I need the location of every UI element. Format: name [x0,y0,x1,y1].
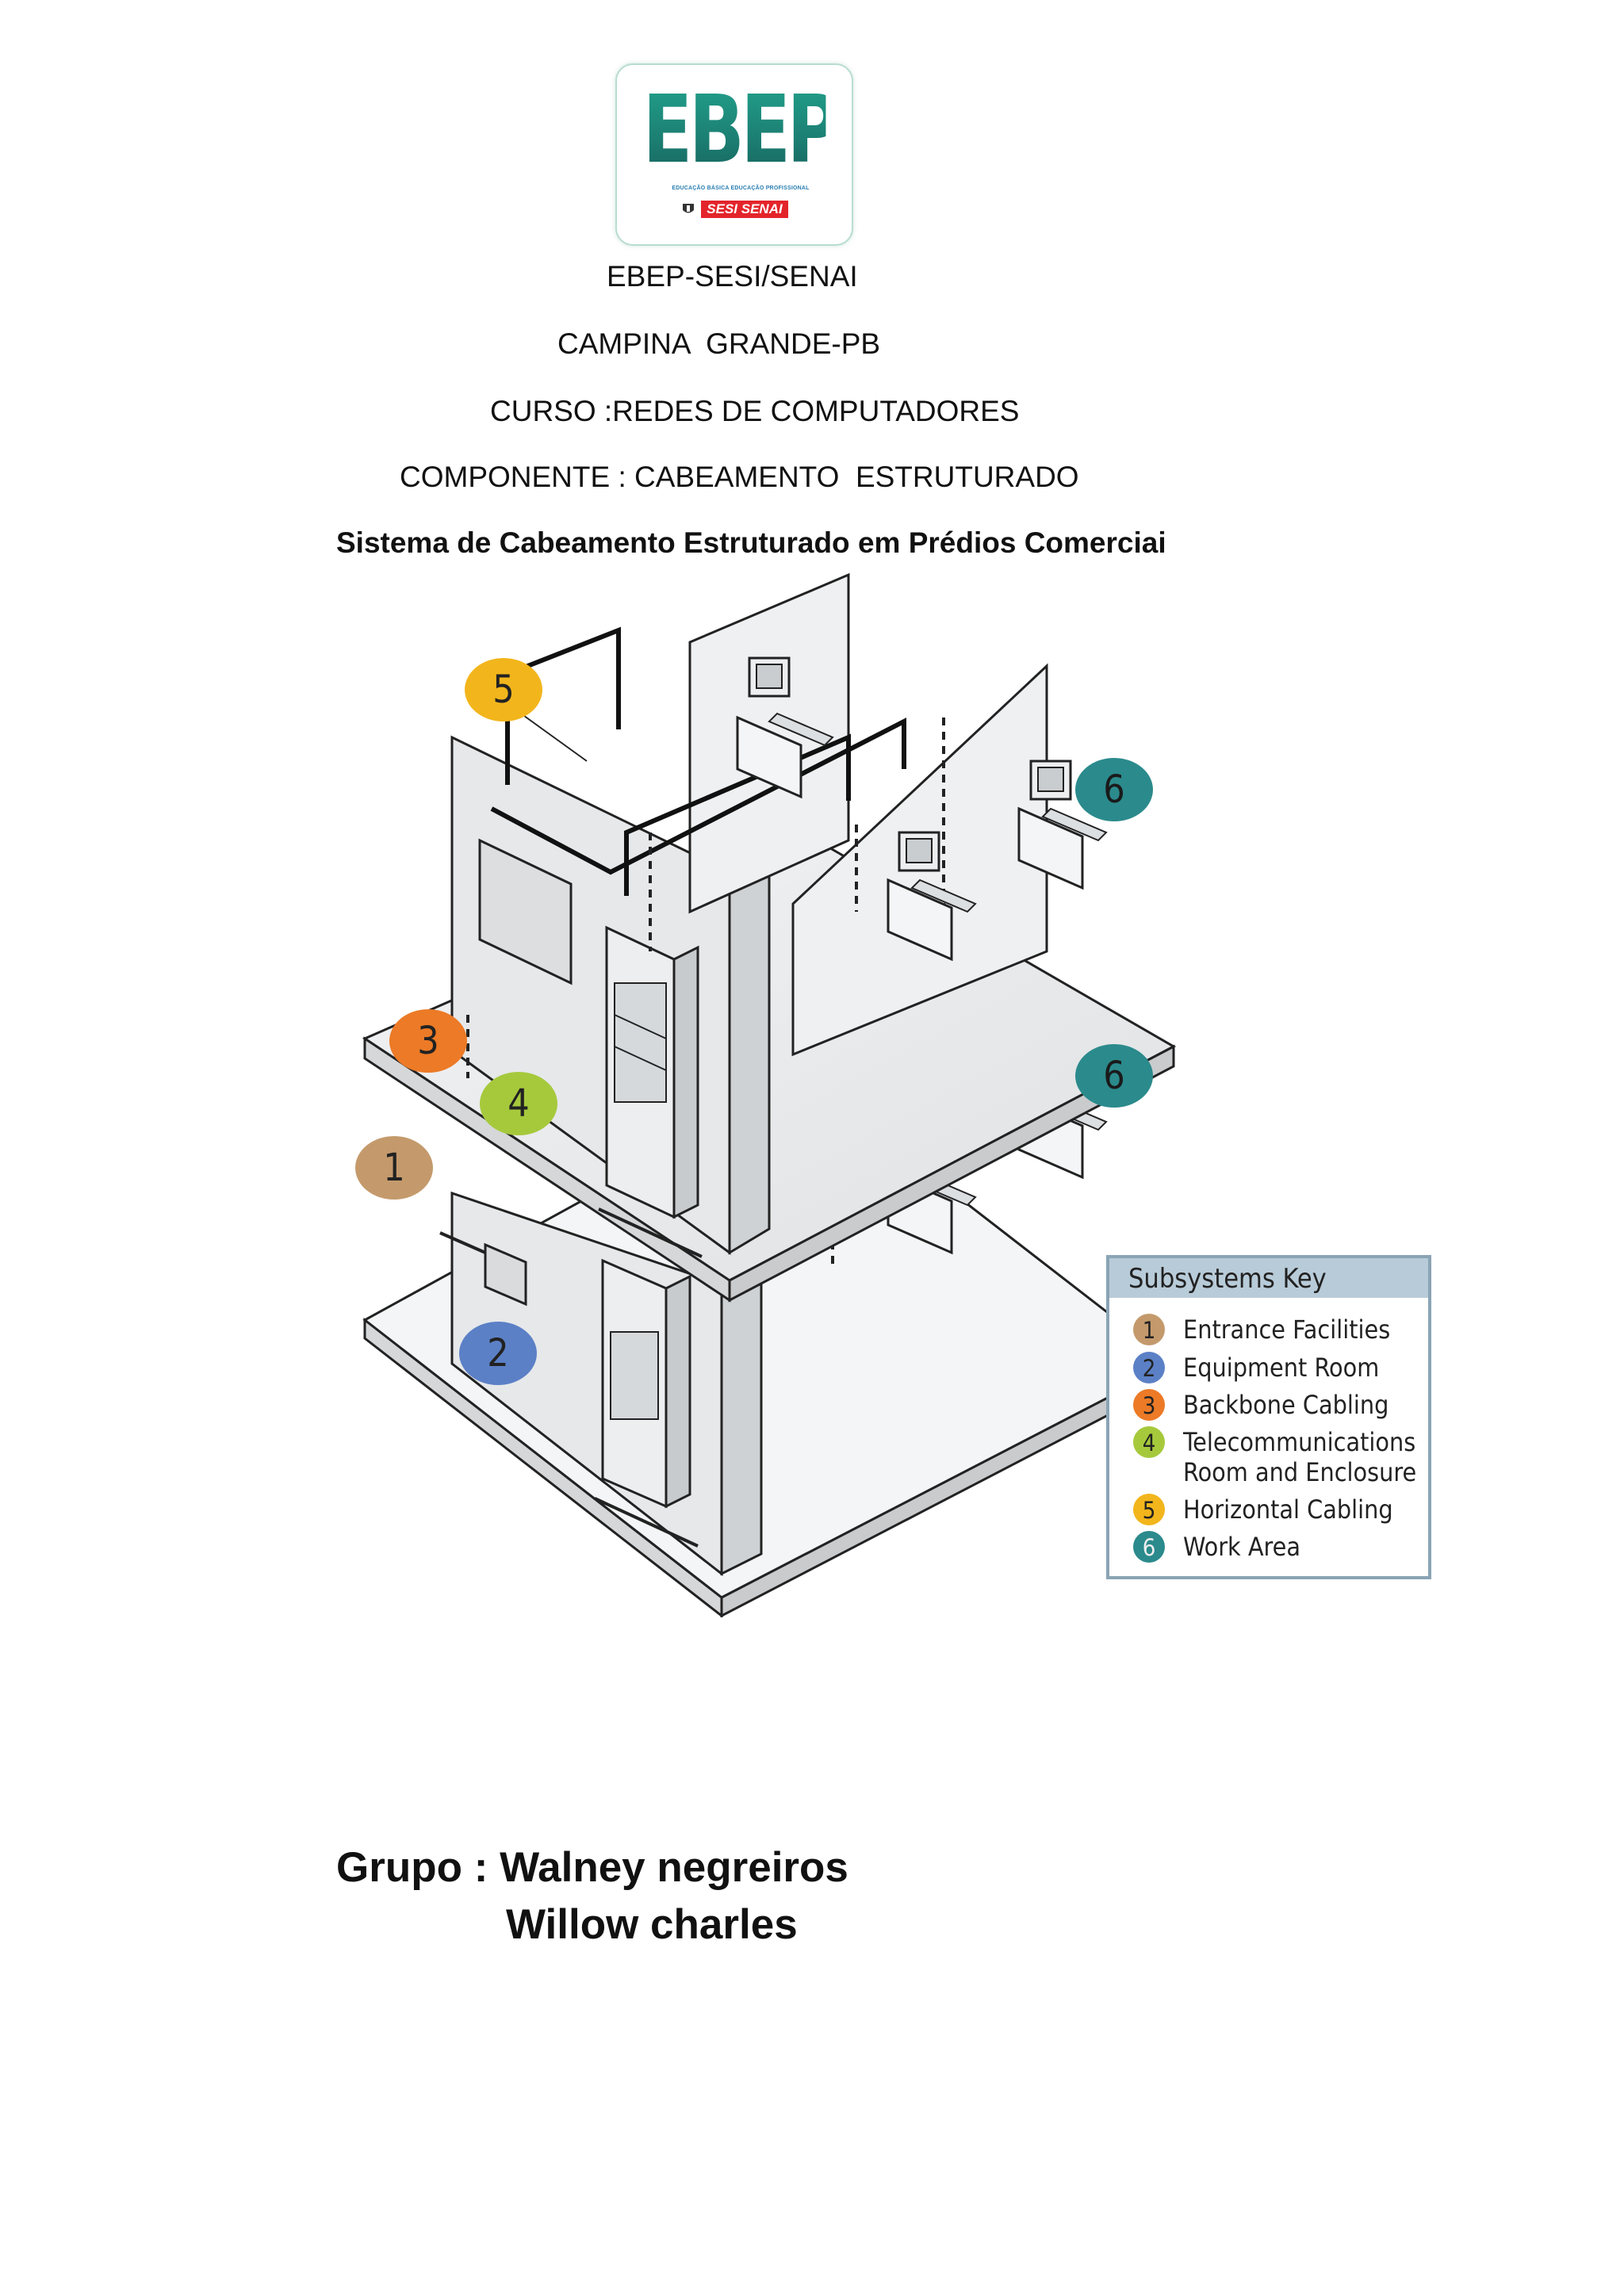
callout-2: 2 [459,1322,537,1385]
callout-6-upper: 6 [1075,758,1153,821]
ebep-logo: EBEP EDUCAÇÃO BÁSICA EDUCAÇÃO PROFISSION… [615,63,853,246]
callout-6-lower: 6 [1075,1044,1153,1108]
institution-name: EBEP-SESI/SENAI [607,262,858,291]
callout-1-number: 1 [383,1146,404,1190]
key-label-4: Telecommunications [1182,1427,1415,1457]
callout-3: 3 [389,1009,467,1073]
sesi-senai-label: SESI SENAI [701,201,788,218]
city-line: CAMPINA GRANDE-PB [557,329,880,358]
key-label-1: Entrance Facilities [1183,1314,1390,1345]
key-number-1: 1 [1143,1317,1156,1344]
key-number-3: 3 [1143,1392,1156,1419]
callout-2-number: 2 [487,1331,508,1376]
structured-cabling-diagram: 5 6 6 3 4 1 2 Subsystems Key 1 Entrance … [349,571,1443,1617]
key-number-5: 5 [1143,1497,1156,1524]
subsystems-key: Subsystems Key 1 Entrance Facilities 2 E… [1108,1257,1430,1578]
callout-3-number: 3 [417,1019,439,1063]
key-label-5: Horizontal Cabling [1183,1494,1393,1525]
logo-wordmark: EBEP [643,82,826,176]
component-line: COMPONENTE : CABEAMENTO ESTRUTURADO [400,462,1079,492]
key-label-6: Work Area [1183,1532,1300,1562]
logo-tagline: EDUCAÇÃO BÁSICA EDUCAÇÃO PROFISSIONAL [653,186,828,193]
key-number-6: 6 [1143,1534,1156,1561]
key-label-3: Backbone Cabling [1183,1390,1388,1420]
key-label-2: Equipment Room [1183,1353,1379,1383]
callout-6-lower-number: 6 [1103,1054,1124,1098]
callout-1: 1 [355,1136,433,1200]
callout-6-upper-number: 6 [1103,767,1124,812]
key-number-4: 4 [1143,1429,1156,1456]
callout-4: 4 [480,1072,557,1135]
callout-5: 5 [465,658,542,721]
course-line: CURSO :REDES DE COMPUTADORES [490,396,1019,426]
key-item: 6 Work Area [1133,1531,1300,1563]
callout-5-number: 5 [492,668,514,712]
group-member-2: Willow charles [506,1904,798,1946]
key-label-4b: Room and Enclosure [1183,1457,1416,1487]
key-title: Subsystems Key [1128,1263,1327,1295]
callout-4-number: 4 [508,1081,529,1126]
sesi-senai-badge: SESI SENAI [680,201,788,218]
flag-icon [680,202,696,216]
group-line: Grupo : Walney negreiros [336,1846,848,1888]
page-title: Sistema de Cabeamento Estruturado em Pré… [336,528,1166,557]
key-number-2: 2 [1143,1355,1156,1382]
